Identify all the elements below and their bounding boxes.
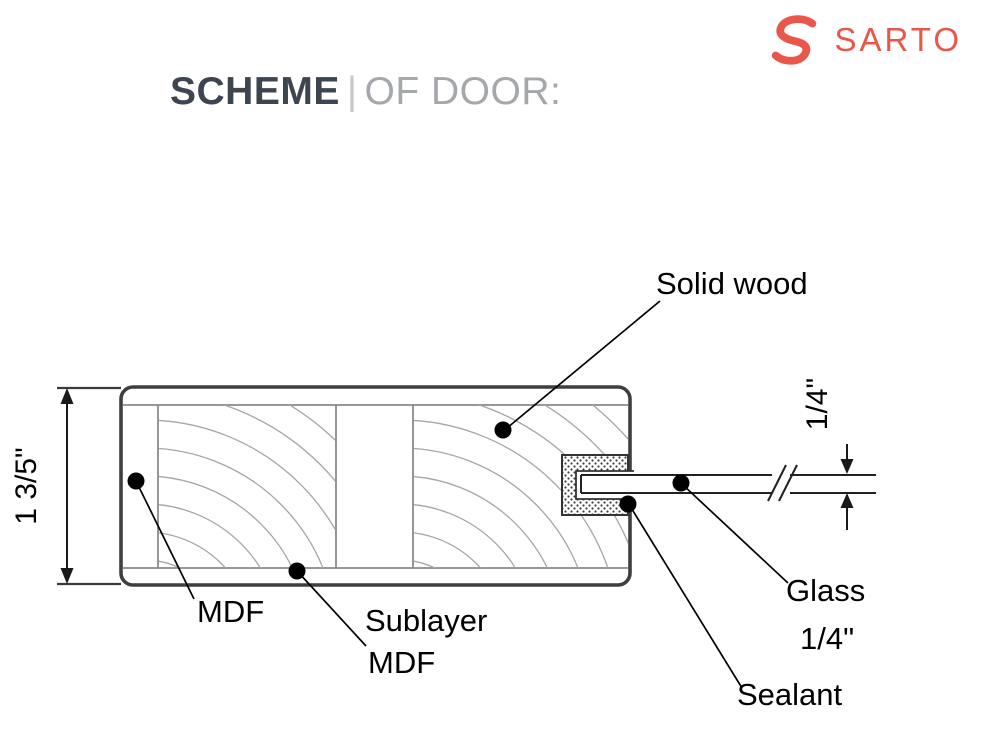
leader-glass — [682, 484, 789, 584]
arrow-to-glass-bottom — [840, 493, 854, 508]
dot-mdf — [127, 472, 145, 490]
break-mark-right — [778, 464, 798, 502]
arrow-down — [60, 568, 74, 584]
dot-glass — [672, 474, 690, 492]
leader-sublayer — [297, 571, 367, 647]
title-separator: | — [346, 70, 358, 113]
sarto-logo-text: SARTO — [834, 21, 962, 58]
sarto-logo-icon — [771, 15, 816, 65]
leader-sealant — [629, 505, 743, 689]
label-glass-line2: 1/4" — [800, 621, 854, 656]
sarto-logo: SARTO — [767, 14, 963, 66]
door-outline — [119, 385, 632, 587]
arrow-to-glass-top — [840, 459, 854, 474]
leader-mdf — [136, 482, 195, 600]
callouts — [127, 300, 789, 689]
glazing-channel — [561, 454, 634, 516]
leader-solid-wood — [506, 300, 661, 429]
label-sublayer-line2: MDF — [368, 645, 435, 680]
door-inner-structure — [123, 404, 628, 569]
dim-text-door-thickness: 1 3/5" — [10, 447, 43, 524]
dot-solid-wood — [494, 421, 512, 439]
dot-sublayer — [288, 562, 306, 580]
material-labels: Solid wood MDF Sublayer MDF Glass 1/4" S… — [197, 266, 865, 712]
label-mdf: MDF — [197, 594, 264, 629]
page-title: SCHEME|OF DOOR: — [170, 72, 561, 111]
label-sublayer-line1: Sublayer — [365, 603, 487, 638]
break-mark-left — [767, 464, 787, 502]
dimension-door-thickness: 1 3/5" — [10, 386, 121, 586]
glass-pane — [580, 464, 876, 502]
arrow-up — [60, 388, 74, 404]
title-of-door: OF DOOR: — [364, 70, 562, 113]
label-solid-wood: Solid wood — [656, 266, 808, 301]
title-scheme: SCHEME — [170, 70, 340, 113]
label-sealant: Sealant — [737, 677, 843, 712]
dim-text-glass-thickness: 1/4" — [801, 378, 834, 430]
dimension-glass-thickness: 1/4" — [801, 378, 854, 530]
label-glass-line1: Glass — [786, 573, 865, 608]
glass-slot-outline — [575, 470, 634, 500]
dot-sealant — [619, 495, 637, 513]
